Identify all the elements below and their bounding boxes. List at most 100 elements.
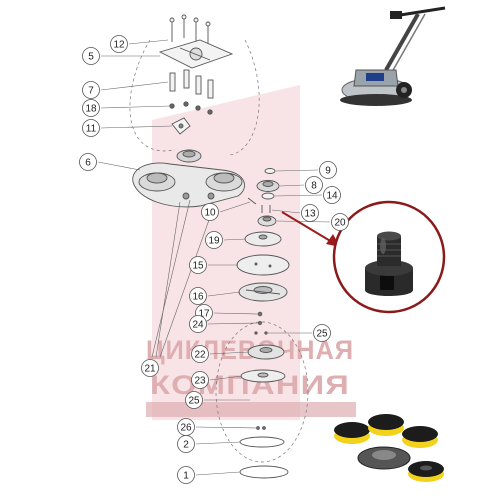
pad-drivers-photo xyxy=(334,414,444,482)
part-23-pad-plate xyxy=(240,369,286,383)
part-18-nuts xyxy=(169,101,213,115)
part-12-bolts xyxy=(169,14,211,46)
callout-circle xyxy=(110,35,128,53)
callout-20: 20 xyxy=(331,213,349,231)
callout-circle xyxy=(331,213,349,231)
callout-label: 1 xyxy=(183,471,189,482)
callout-label: 23 xyxy=(194,376,206,387)
callout-label: 12 xyxy=(113,40,125,51)
watermark-bar xyxy=(146,402,356,417)
callout-25a: 25 xyxy=(313,324,331,342)
callout-label: 14 xyxy=(326,191,338,202)
callout-6: 6 xyxy=(79,153,97,171)
part-22-pad-driver xyxy=(247,344,285,360)
callout-13: 13 xyxy=(301,204,319,222)
callout-circle xyxy=(82,47,100,65)
callout-label: 17 xyxy=(198,309,210,320)
callout-26: 26 xyxy=(177,418,195,436)
callout-circle xyxy=(319,161,337,179)
callout-circle xyxy=(141,359,159,377)
callout-2: 2 xyxy=(177,435,195,453)
callout-7: 7 xyxy=(82,81,100,99)
callout-circle xyxy=(189,287,207,305)
part-8-gear xyxy=(256,180,280,192)
callout-24: 24 xyxy=(189,315,207,333)
part-9-screw xyxy=(264,168,276,174)
callout-label: 11 xyxy=(86,124,97,135)
callout-circle xyxy=(205,231,223,249)
part-6-drive-housing xyxy=(132,149,245,208)
part-16-pad-holder xyxy=(238,282,288,302)
part-20-clutch-hub xyxy=(257,215,277,227)
callout-circle xyxy=(313,324,331,342)
clutch-plate-zoom-icon xyxy=(365,231,413,296)
callout-label: 25 xyxy=(316,329,328,340)
callout-circle xyxy=(82,81,100,99)
parts xyxy=(132,14,290,479)
callout-circle xyxy=(191,345,209,363)
callout-circle xyxy=(189,256,207,274)
callout-15: 15 xyxy=(189,256,207,274)
callout-21: 21 xyxy=(141,359,159,377)
callout-label: 10 xyxy=(204,208,216,219)
callout-11: 11 xyxy=(82,119,100,137)
callout-circle xyxy=(185,391,203,409)
part-13-pin xyxy=(261,205,271,213)
part-7-spacers xyxy=(169,69,214,99)
callout-label: 7 xyxy=(88,86,94,97)
callout-23: 23 xyxy=(191,371,209,389)
callout-label: 6 xyxy=(85,158,91,169)
floor-machine-photo xyxy=(340,6,446,106)
pad-assembly-outline xyxy=(215,321,309,463)
callout-label: 16 xyxy=(192,292,204,303)
part-14-washer xyxy=(261,192,275,200)
callout-label: 2 xyxy=(183,440,189,451)
part-19-cover-disc xyxy=(244,231,282,247)
part-17-24-fasteners xyxy=(254,311,268,335)
callout-label: 15 xyxy=(192,261,204,272)
callout-circle xyxy=(323,186,341,204)
callout-circle xyxy=(79,153,97,171)
callout-25b: 25 xyxy=(185,391,203,409)
callout-10: 10 xyxy=(201,203,219,221)
callout-label: 24 xyxy=(192,320,204,331)
callout-label: 13 xyxy=(304,209,316,220)
callout-circle xyxy=(189,315,207,333)
assembly-outlines xyxy=(129,39,309,463)
callout-label: 26 xyxy=(180,423,192,434)
callout-label: 18 xyxy=(85,104,97,115)
callout-label: 22 xyxy=(194,350,206,361)
part-11-bracket xyxy=(171,117,191,135)
callout-16: 16 xyxy=(189,287,207,305)
callout-circle xyxy=(305,176,323,194)
callout-8: 8 xyxy=(305,176,323,194)
callout-label: 20 xyxy=(334,218,346,229)
callout-9: 9 xyxy=(319,161,337,179)
callout-22: 22 xyxy=(191,345,209,363)
part-2-ring xyxy=(239,436,285,448)
clutch-plate-zoom xyxy=(332,200,446,314)
part-26-screws xyxy=(256,426,266,430)
callout-14: 14 xyxy=(323,186,341,204)
callout-label: 5 xyxy=(88,52,94,63)
callout-12: 12 xyxy=(110,35,128,53)
part-1-ring xyxy=(239,465,289,479)
callout-label: 25 xyxy=(188,396,200,407)
callout-19: 19 xyxy=(205,231,223,249)
part-15-drive-disc xyxy=(236,254,290,276)
callout-label: 19 xyxy=(208,236,220,247)
callout-1: 1 xyxy=(177,466,195,484)
callout-label: 8 xyxy=(311,181,317,192)
callout-5: 5 xyxy=(82,47,100,65)
callout-circle xyxy=(201,203,219,221)
callout-circle xyxy=(82,119,100,137)
leader-lines xyxy=(97,39,331,476)
part-10-screw xyxy=(247,197,257,205)
callout-label: 21 xyxy=(144,364,156,375)
callout-circle xyxy=(177,435,195,453)
callout-circle xyxy=(82,99,100,117)
part-5-top-plate xyxy=(158,39,234,69)
